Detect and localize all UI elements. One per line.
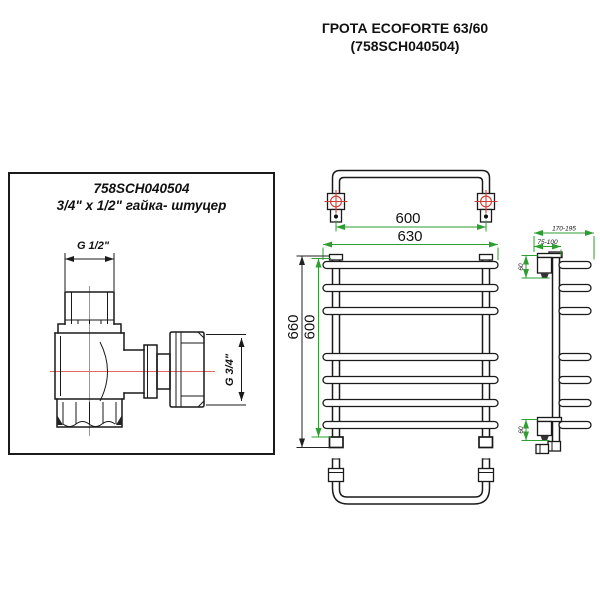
side-view: 170-195 75-100 60 60 bbox=[518, 226, 595, 455]
dim-offset-top-group: 60 bbox=[518, 255, 550, 279]
foot-right bbox=[478, 436, 494, 449]
top-view: 600 bbox=[324, 169, 498, 232]
fitting-nut-thread-label: G 3/4" bbox=[224, 353, 236, 386]
dim-height-inner: 600 bbox=[302, 258, 331, 438]
bottom-view bbox=[327, 458, 495, 505]
dim-overall-width: 630 bbox=[397, 228, 422, 245]
connection-dot-right bbox=[483, 214, 489, 219]
dim-mount-height: 600 bbox=[302, 314, 319, 339]
dim-offset-bottom: 60 bbox=[518, 426, 525, 434]
valve-fitting bbox=[535, 440, 562, 455]
fitting-nut-dimension: G 3/4" bbox=[206, 334, 246, 406]
fitting-part-number: 758SCH040504 bbox=[93, 181, 190, 196]
fitting-description: 3/4" x 1/2" гайка- штуцер bbox=[56, 198, 227, 213]
connection-crosshair-left bbox=[324, 190, 348, 214]
fitting-inlet-dimension: G 1/2" bbox=[64, 240, 115, 291]
drawing-title: ГРОТА ECOFORTE 63/60 (758SCH040504) bbox=[300, 19, 510, 56]
dim-depth-min: 75-100 bbox=[537, 239, 558, 246]
dim-depth-max: 170-195 bbox=[552, 226, 576, 233]
wall-bracket-bottom bbox=[536, 416, 563, 441]
side-bars bbox=[558, 260, 592, 430]
dim-offset-bottom-group: 60 bbox=[518, 419, 550, 441]
title-model: ГРОТА ECOFORTE 63/60 bbox=[321, 20, 489, 36]
front-view: 630 660 600 bbox=[285, 228, 499, 449]
towel-rail-views: 600 630 660 600 bbox=[285, 169, 595, 505]
dim-rail-spacing: 600 bbox=[395, 210, 420, 227]
fitting-section-drawing: G 1/2" bbox=[50, 240, 246, 436]
connection-crosshair-right bbox=[474, 190, 498, 214]
front-bars bbox=[322, 260, 499, 430]
dim-offset-top: 60 bbox=[518, 263, 525, 271]
fitting-detail-box: 758SCH040504 3/4" x 1/2" гайка- штуцер G… bbox=[8, 172, 275, 455]
fitting-body bbox=[54, 291, 205, 428]
connection-dot-left bbox=[333, 214, 339, 219]
dim-depth-min-group: 75-100 bbox=[534, 239, 562, 257]
fitting-centerlines bbox=[50, 286, 215, 436]
wall-bracket-top bbox=[536, 252, 563, 278]
title-article: (758SCH040504) bbox=[350, 38, 460, 55]
foot-left bbox=[328, 436, 344, 449]
fitting-inlet-thread-label: G 1/2" bbox=[77, 240, 110, 252]
dim-overall-height: 660 bbox=[285, 314, 302, 339]
dim-height-outer: 660 bbox=[285, 255, 330, 448]
